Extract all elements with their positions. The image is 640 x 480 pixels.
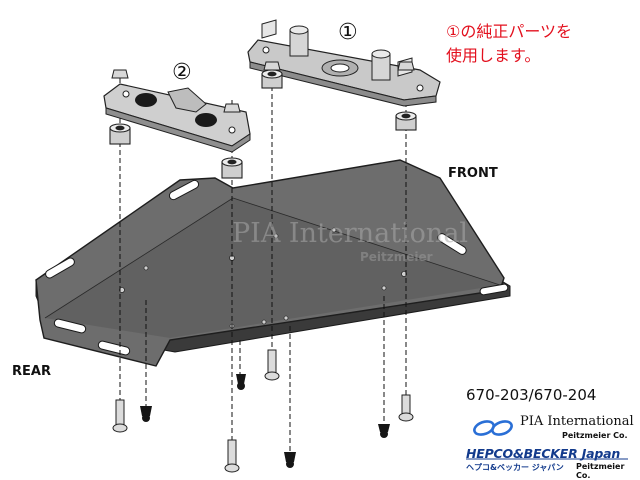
bolts — [112, 349, 414, 473]
note-line-2: 使用します。 — [446, 46, 541, 65]
label-front: FRONT — [448, 166, 498, 181]
note-line-1: ①の純正パーツを — [446, 22, 573, 41]
callout-part-2: ② — [172, 60, 192, 85]
hepco-becker-brand: HEPCO&BECKER Japan — [466, 446, 621, 461]
callout-part-1: ① — [338, 20, 358, 45]
plate-fold-shade — [45, 198, 500, 338]
pia-logo-icon — [473, 420, 513, 436]
black-screws — [140, 374, 390, 468]
part-numbers: 670-203/670-204 — [466, 386, 597, 404]
bracket-2 — [103, 83, 251, 153]
oem-part-note: ①の純正パーツを 使用します。 — [446, 20, 572, 68]
label-rear: REAR — [12, 364, 51, 379]
assembly-lines — [119, 62, 407, 452]
bracket-1-oem — [247, 19, 441, 107]
peitzmeier-text: Peitzmeier Co. — [562, 431, 628, 440]
hepco-becker-kana: ヘプコ&ベッカー ジャパン — [466, 463, 564, 472]
peitzmeier-text-2: Peitzmeier Co. — [576, 462, 625, 480]
plate-slots — [45, 179, 509, 356]
pia-international-text: PIA International — [520, 414, 634, 429]
watermark-text: PIA International — [232, 218, 469, 249]
spacers — [109, 69, 417, 179]
watermark-subtext: Peitzmeier — [360, 250, 433, 264]
nuts — [111, 61, 415, 113]
